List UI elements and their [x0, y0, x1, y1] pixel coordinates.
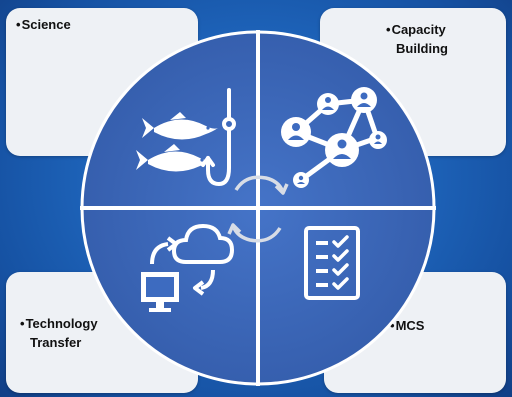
capacity-building-label: •Capacity Building [386, 22, 448, 56]
monitor-icon [141, 272, 179, 312]
computer-cloud-sync-icon [141, 223, 235, 312]
cloud-icon [171, 223, 235, 264]
technology-transfer-label: •Technology Transfer [20, 316, 98, 350]
mcs-label: •MCS [390, 318, 425, 333]
checklist-icon [304, 226, 360, 300]
fish-icon [142, 112, 218, 140]
quadrant-circle [80, 30, 436, 386]
science-label: •Science [16, 17, 71, 32]
fish-icon [136, 144, 212, 172]
hook-icon [201, 88, 236, 187]
network-people-icon [281, 87, 387, 188]
fish-hook-icon [136, 88, 236, 187]
sync-arrows-icon [150, 236, 215, 296]
cycle-arrows-icon [227, 175, 289, 243]
